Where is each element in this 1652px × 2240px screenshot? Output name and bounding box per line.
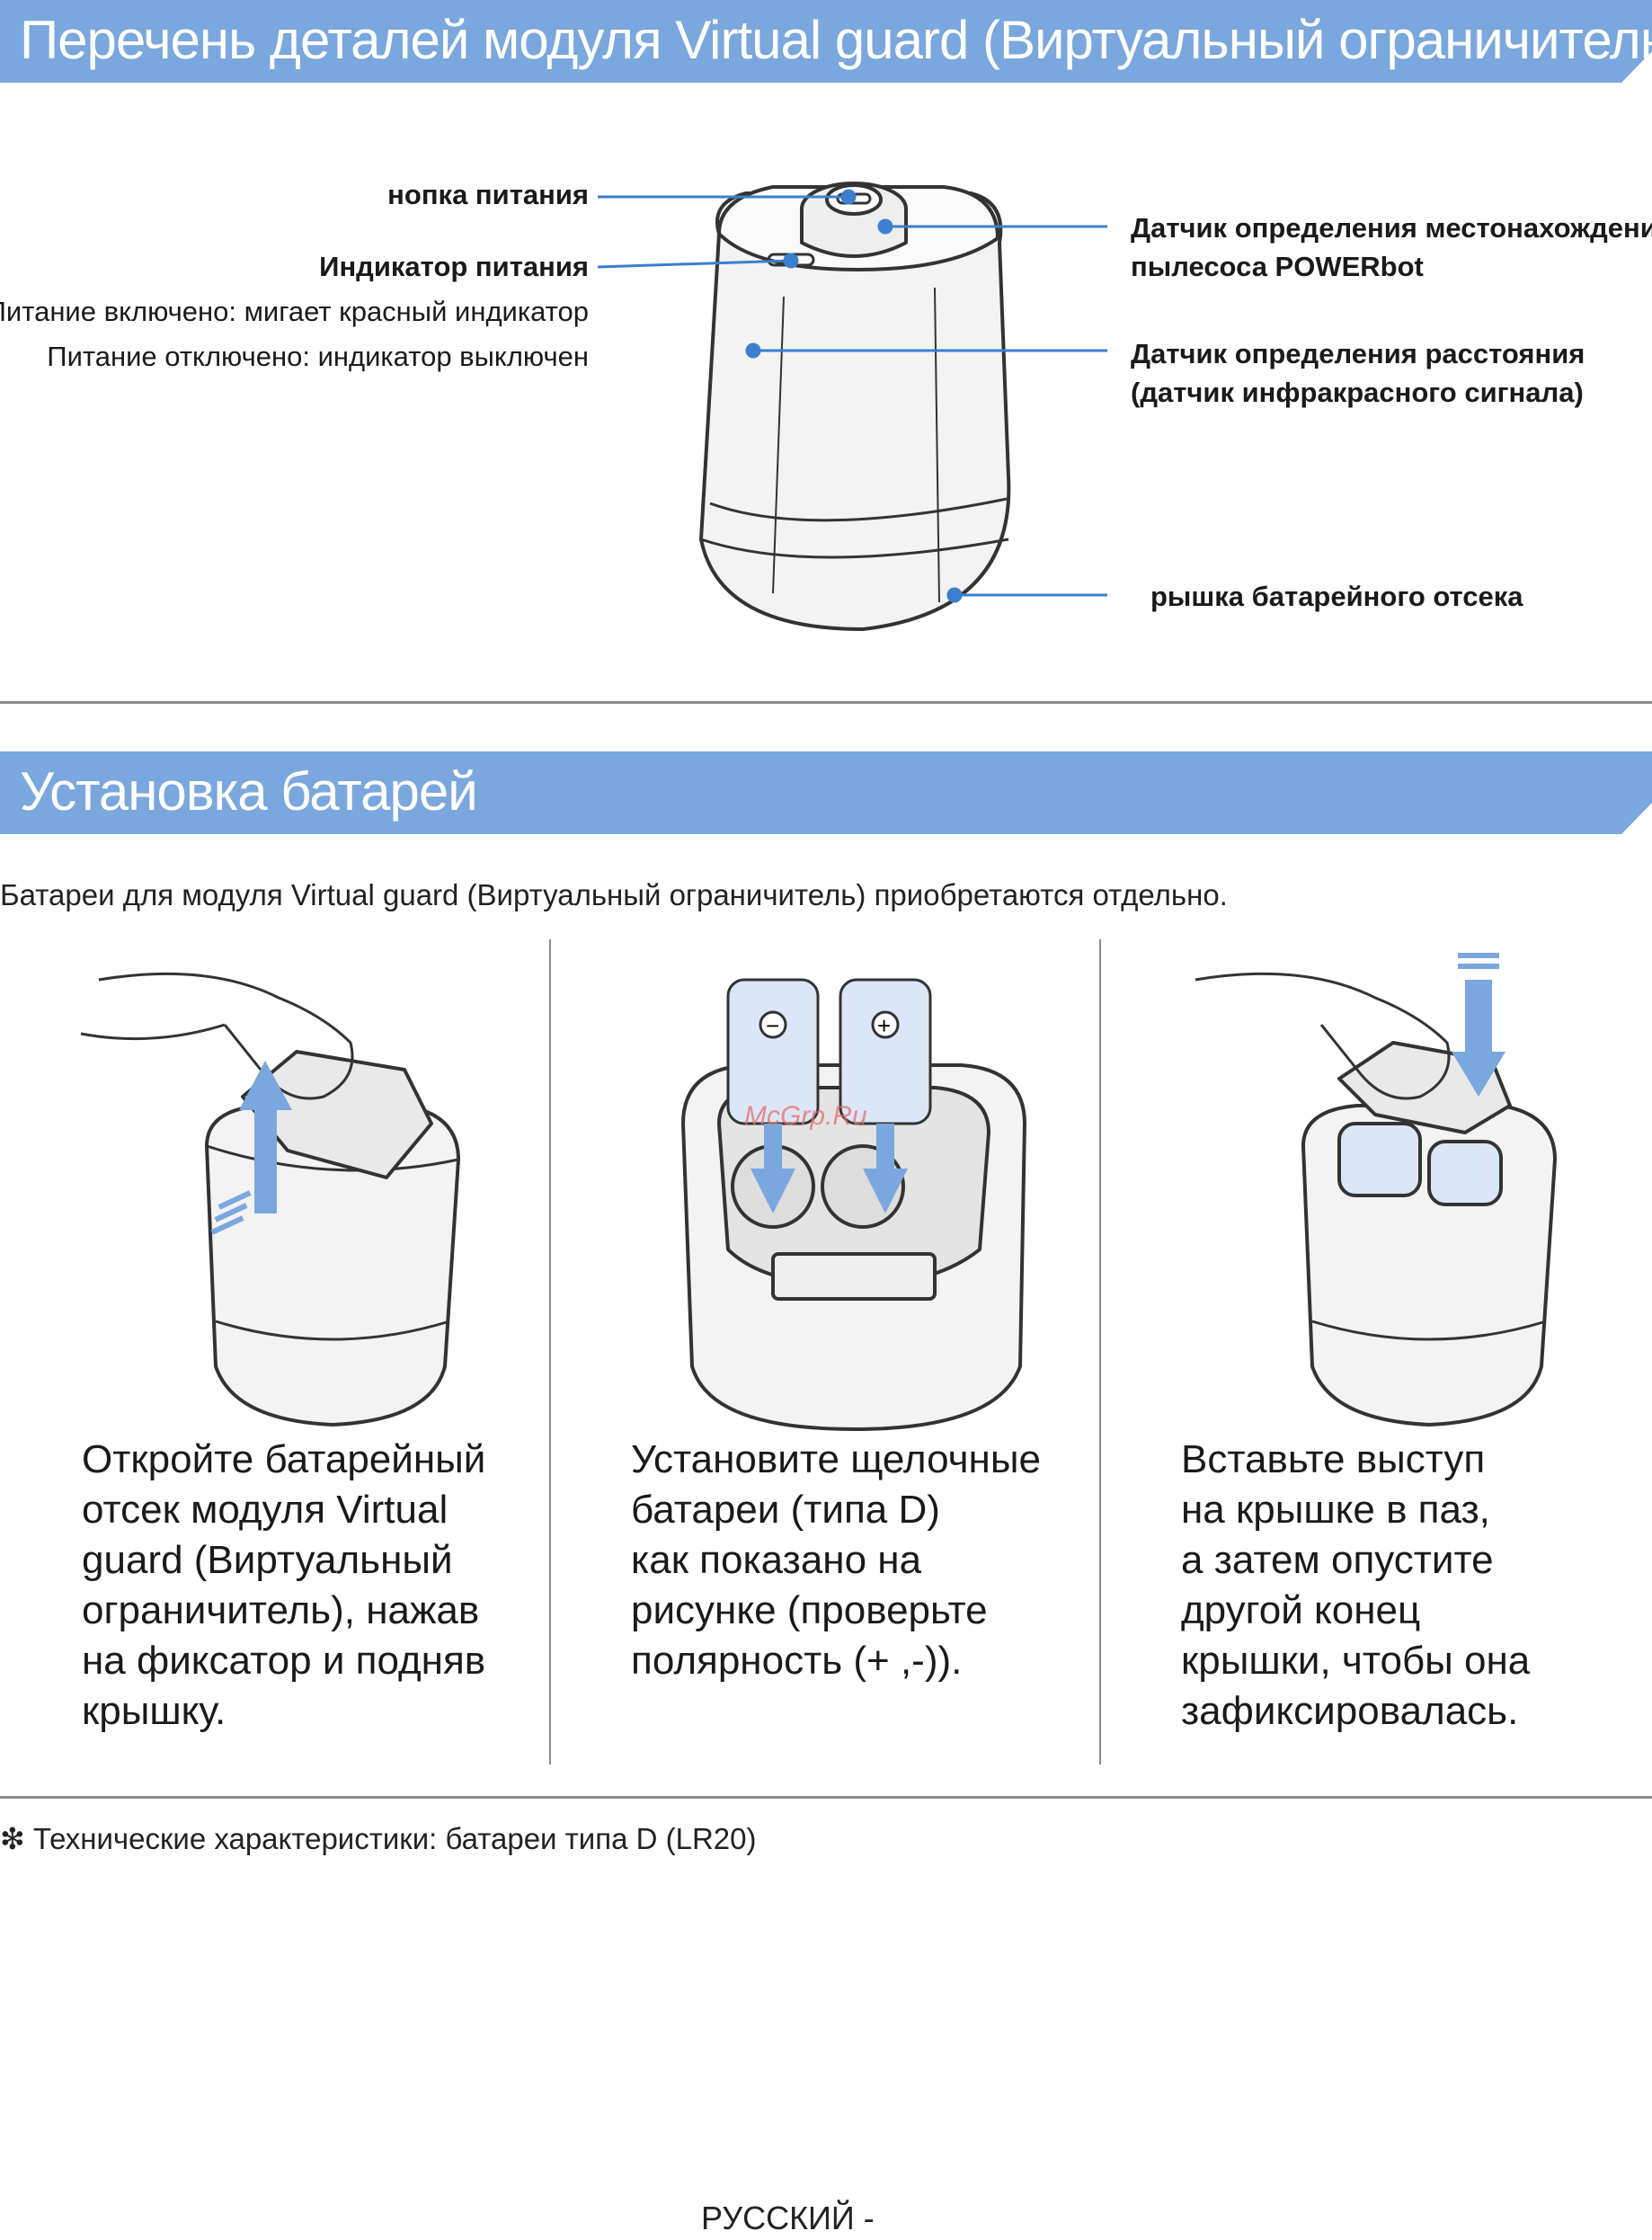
column-divider-2 <box>1099 939 1101 1764</box>
step-3-line: на крышке в паз, <box>1181 1488 1490 1532</box>
step-2-line: полярность (+ ,-)). <box>631 1639 963 1683</box>
section-title-batteries-text: Установка батарей <box>20 761 477 822</box>
section-title-batteries: Установка батарей <box>0 751 1652 834</box>
step-1-text: Откройте батарейный отсек модуля Virtual… <box>82 1435 540 1737</box>
label-power-indicator: Индикатор питания <box>319 251 589 282</box>
step-2-line: Установите щелочные <box>631 1437 1041 1481</box>
step-1-line: guard (Виртуальный <box>82 1538 453 1582</box>
label-location-sensor-1: Датчик определения местонахождения <box>1131 212 1652 244</box>
battery-plus-symbol: + <box>877 1012 891 1039</box>
label-power-button: нопка питания <box>387 179 589 210</box>
divider-2 <box>0 1796 1652 1799</box>
step-1-line: крышку. <box>82 1689 226 1733</box>
section-title-parts-text: Перечень деталей модуля Virtual guard (В… <box>20 10 1652 70</box>
step-3-line: зафиксировалась. <box>1181 1689 1519 1733</box>
step1-illustration <box>80 972 460 1427</box>
step-1-line: на фиксатор и подняв <box>82 1639 486 1683</box>
footnote: ❇ Технические характеристики: батареи ти… <box>0 1822 757 1855</box>
label-power-off: Питание отключено: индикатор выключен <box>47 341 589 372</box>
column-divider-1 <box>549 939 551 1764</box>
step-3-line: Вставьте выступ <box>1181 1437 1486 1481</box>
step-3-line: другой конец <box>1181 1588 1421 1632</box>
step-1-line: Откройте батарейный <box>82 1437 486 1481</box>
step-3-text: Вставьте выступ на крышке в паз, а затем… <box>1181 1435 1639 1737</box>
label-power-on: Питание включено: мигает красный индикат… <box>0 296 589 327</box>
watermark: McGrp.Ru <box>744 1101 867 1131</box>
step-3-line: а затем опустите <box>1181 1538 1494 1582</box>
step-2-line: как показано на <box>631 1538 922 1582</box>
step-2-text: Установите щелочные батареи (типа D) как… <box>631 1435 1089 1686</box>
step-2-line: рисунке (проверьте <box>631 1588 988 1632</box>
step-3-line: крышки, чтобы она <box>1181 1639 1531 1683</box>
step-1-line: отсек модуля Virtual <box>82 1488 449 1532</box>
section-title-parts: Перечень деталей модуля Virtual guard (В… <box>0 0 1652 83</box>
label-battery-cover: рышка батарейного отсека <box>1150 581 1523 612</box>
step-2-line: батареи (типа D) <box>631 1488 940 1532</box>
intro-text: Батареи для модуля Virtual guard (Виртуа… <box>0 878 1228 911</box>
device-illustration <box>597 182 1107 631</box>
battery-minus-symbol: − <box>766 1012 779 1039</box>
divider-1 <box>0 701 1652 704</box>
page-footer: РУССКИЙ - <box>701 2200 875 2236</box>
step2-illustration: − + <box>681 978 1026 1431</box>
step-1-line: ограничитель), нажав <box>82 1588 480 1632</box>
label-location-sensor-2: пылесоса POWERbot <box>1131 251 1424 282</box>
step3-illustration <box>1195 953 1557 1427</box>
label-distance-sensor-1: Датчик определения расстояния <box>1131 338 1585 369</box>
label-distance-sensor-2: (датчик инфракрасного сигнала) <box>1131 377 1584 408</box>
